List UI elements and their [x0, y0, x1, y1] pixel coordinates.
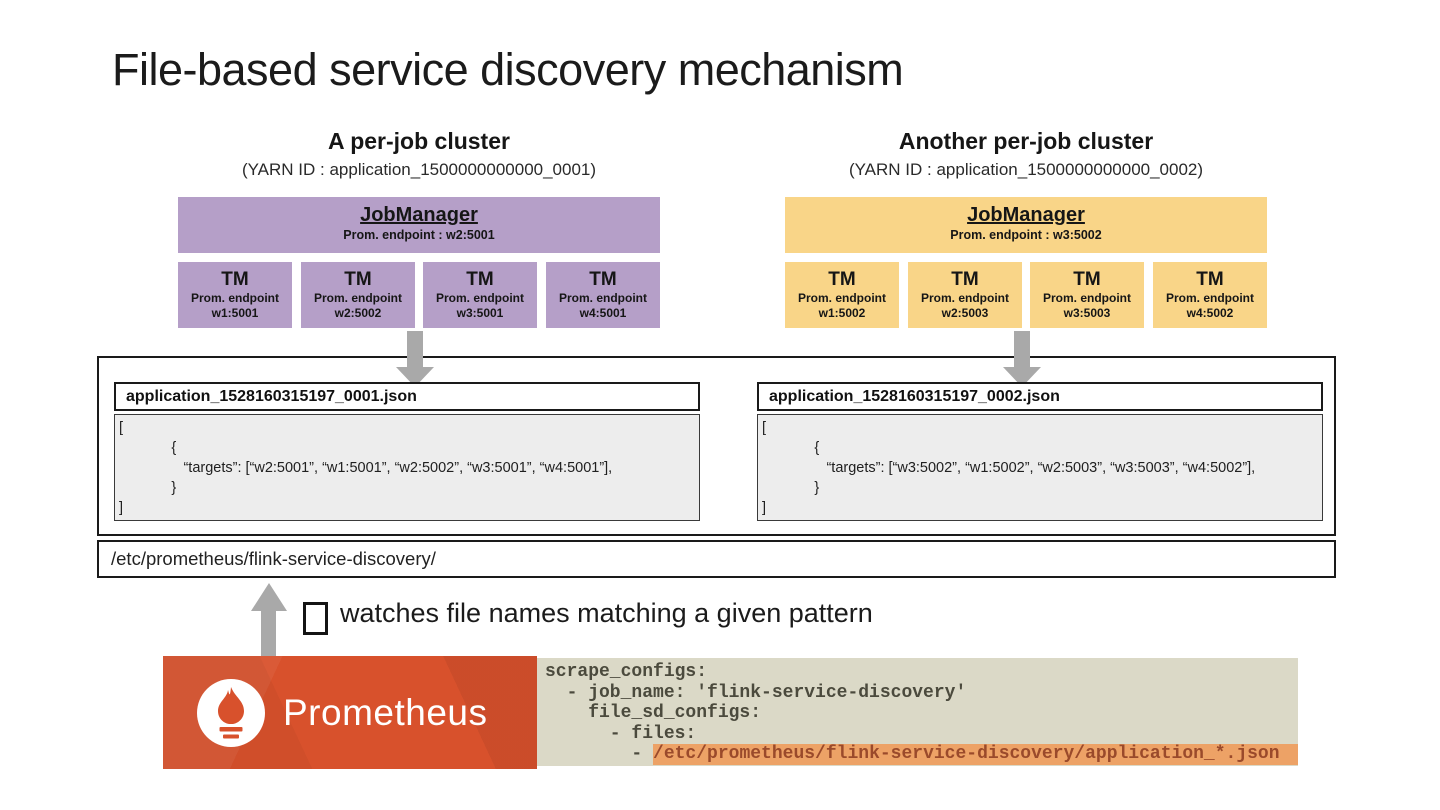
prometheus-banner: Prometheus	[163, 656, 537, 769]
cluster-b-tm-2: TM Prom. endpoint w2:5003	[908, 262, 1022, 328]
cluster-a-yarn-id: (YARN ID : application_1500000000000_000…	[241, 160, 597, 179]
json-line: {	[119, 440, 177, 456]
code-line: scrape_configs:	[545, 662, 708, 682]
json-line: ]	[762, 500, 767, 516]
prometheus-config-code: scrape_configs: - job_name: 'flink-servi…	[537, 658, 1298, 766]
flow-arrow-up-head	[251, 583, 287, 611]
tm-endpoint-address: w4:5002	[1186, 306, 1234, 320]
cluster-a-tm-3: TM Prom. endpoint w3:5001	[423, 262, 537, 328]
tm-endpoint-label: Prom. endpoint	[436, 291, 524, 305]
tm-title: TM	[589, 269, 617, 290]
prometheus-logo-icon	[197, 678, 265, 747]
tm-endpoint-address: w1:5001	[211, 306, 259, 320]
missing-glyph-icon	[303, 602, 328, 635]
directory-path: /etc/prometheus/flink-service-discovery/	[111, 548, 436, 569]
file-json-body: [ { “targets”: [“w2:5001”, “w1:5001”, “w…	[114, 414, 700, 521]
file-name-header: application_1528160315197_0001.json	[114, 382, 700, 411]
json-line: [	[119, 420, 124, 436]
code-line: - files:	[545, 723, 697, 744]
jobmanager-title: JobManager	[967, 204, 1085, 226]
tm-endpoint-address: w2:5003	[941, 306, 989, 320]
flow-arrow-down-right	[1014, 331, 1030, 367]
tm-title: TM	[344, 269, 372, 290]
flow-arrow-up	[261, 611, 276, 656]
json-line: [	[762, 420, 767, 436]
cluster-b-tm-3: TM Prom. endpoint w3:5003	[1030, 262, 1144, 328]
tm-endpoint-address: w4:5001	[579, 306, 627, 320]
tm-title: TM	[1073, 269, 1101, 290]
prometheus-brand-text: Prometheus	[283, 691, 488, 733]
slide-title: File-based service discovery mechanism	[112, 44, 904, 95]
json-line: }	[119, 480, 177, 496]
json-line: “targets”: [“w3:5002”, “w1:5002”, “w2:50…	[762, 460, 1256, 476]
json-line: }	[762, 480, 820, 496]
code-line-prefix: -	[545, 744, 654, 764]
tm-endpoint-address: w2:5002	[334, 306, 382, 320]
code-highlight: /etc/prometheus/flink-service-discovery/…	[653, 744, 1298, 765]
tm-title: TM	[1196, 269, 1224, 290]
jobmanager-endpoint: Prom. endpoint : w2:5001	[343, 228, 495, 242]
json-line: “targets”: [“w2:5001”, “w1:5001”, “w2:50…	[119, 460, 613, 476]
cluster-b-jobmanager-box: JobManager Prom. endpoint : w3:5002	[785, 197, 1267, 253]
flow-arrow-down-left	[407, 331, 423, 367]
json-line: {	[762, 440, 820, 456]
cluster-b-tm-1: TM Prom. endpoint w1:5002	[785, 262, 899, 328]
tm-endpoint-address: w1:5002	[818, 306, 866, 320]
jobmanager-title: JobManager	[360, 204, 478, 226]
tm-title: TM	[951, 269, 979, 290]
cluster-a-tm-2: TM Prom. endpoint w2:5002	[301, 262, 415, 328]
tm-endpoint-address: w3:5003	[1063, 306, 1111, 320]
tm-endpoint-label: Prom. endpoint	[1043, 291, 1131, 305]
tm-title: TM	[221, 269, 249, 290]
cluster-b-tm-4: TM Prom. endpoint w4:5002	[1153, 262, 1267, 328]
file-json-body: [ { “targets”: [“w3:5002”, “w1:5002”, “w…	[757, 414, 1323, 521]
code-line: file_sd_configs:	[545, 703, 762, 723]
cluster-b-title: Another per-job cluster	[898, 128, 1154, 154]
code-files-entry: - /etc/prometheus/flink-service-discover…	[545, 744, 1298, 765]
tm-endpoint-address: w3:5001	[456, 306, 504, 320]
cluster-a-tm-1: TM Prom. endpoint w1:5001	[178, 262, 292, 328]
tm-endpoint-label: Prom. endpoint	[798, 291, 886, 305]
code-line: - job_name: 'flink-service-discovery'	[545, 682, 967, 703]
tm-endpoint-label: Prom. endpoint	[1166, 291, 1254, 305]
tm-endpoint-label: Prom. endpoint	[559, 291, 647, 305]
watch-note-text: watches file names matching a given patt…	[340, 598, 873, 628]
tm-endpoint-label: Prom. endpoint	[314, 291, 402, 305]
cluster-a-jobmanager-box: JobManager Prom. endpoint : w2:5001	[178, 197, 660, 253]
cluster-b-yarn-id: (YARN ID : application_1500000000000_000…	[848, 160, 1204, 179]
directory-path-bar: /etc/prometheus/flink-service-discovery/	[97, 540, 1336, 578]
tm-endpoint-label: Prom. endpoint	[921, 291, 1009, 305]
jobmanager-endpoint: Prom. endpoint : w3:5002	[950, 228, 1102, 242]
tm-title: TM	[466, 269, 494, 290]
cluster-a-tm-4: TM Prom. endpoint w4:5001	[546, 262, 660, 328]
file-name-header: application_1528160315197_0002.json	[757, 382, 1323, 411]
cluster-a-title: A per-job cluster	[328, 128, 510, 154]
tm-endpoint-label: Prom. endpoint	[191, 291, 279, 305]
json-line: ]	[119, 500, 124, 516]
tm-title: TM	[828, 269, 856, 290]
